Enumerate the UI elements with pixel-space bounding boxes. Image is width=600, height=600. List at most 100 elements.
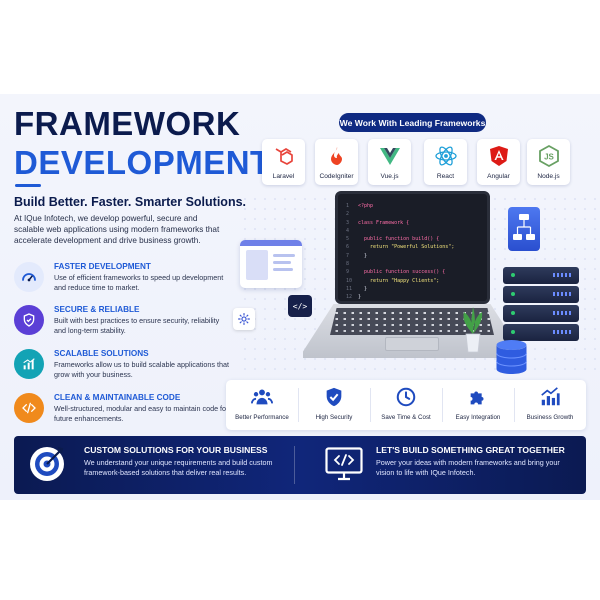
server-stack-icon (503, 267, 579, 343)
line-number: 11 (346, 285, 353, 292)
benefit-label: Better Performance (235, 414, 289, 421)
code-line: 2 (346, 210, 454, 218)
nodejs-icon: JS (538, 144, 559, 168)
shield-icon (14, 305, 44, 335)
feature-desc: Use of efficient frameworks to speed up … (54, 273, 224, 292)
banner-left-desc: We understand your unique requirements a… (84, 458, 273, 477)
line-number: 7 (346, 252, 350, 259)
code-line: 8 (346, 260, 454, 268)
code-line: 11 } (346, 285, 454, 293)
code-line: 6 return "Powerful Solutions"; (346, 243, 454, 251)
frameworks-heading: We Work With Leading Frameworks (339, 113, 486, 132)
framework-card-vue: Vue.js (368, 139, 411, 185)
code-text: } (358, 294, 362, 301)
vue-icon (379, 148, 400, 165)
framework-label: CodeIgniter (319, 173, 354, 180)
tagline: Build Better. Faster. Smarter Solutions. (14, 195, 247, 209)
clock-icon (396, 387, 416, 407)
page-title-line-2: DEVELOPMENT (14, 144, 271, 181)
code-line: 12} (346, 293, 454, 301)
feature-scalable-solutions: SCALABLE SOLUTIONS Frameworks allow us t… (14, 347, 229, 387)
framework-label: Laravel (272, 173, 295, 180)
line-number: 8 (346, 261, 350, 268)
codeigniter-icon (330, 147, 342, 165)
banner-divider (294, 446, 295, 484)
intro-paragraph: At IQue Infotech, we develop powerful, s… (14, 214, 220, 245)
code-line: 5 public function build() { (346, 235, 454, 243)
framework-card-codeigniter: CodeIgniter (315, 139, 358, 185)
image-icon (246, 250, 268, 280)
banner-right-title: LET'S BUILD SOMETHING GREAT TOGETHER (376, 445, 565, 455)
monitor-code-icon (325, 447, 363, 481)
benefit-label: High Security (315, 414, 353, 421)
target-icon (30, 447, 64, 481)
framework-card-nodejs: JS Node.js (527, 139, 570, 185)
bar-growth-icon (541, 387, 560, 406)
team-icon (251, 389, 273, 405)
bottom-banner: CUSTOM SOLUTIONS FOR YOUR BUSINESS We un… (14, 436, 586, 494)
framework-label: Angular (487, 173, 510, 180)
laptop-trackpad (385, 337, 439, 351)
code-text: return "Happy Clients"; (358, 277, 440, 284)
benefits-strip: Better Performance High Security Save Ti… (226, 380, 586, 430)
framework-label: Vue.js (380, 173, 399, 180)
code-text: public function build() { (358, 236, 440, 243)
puzzle-icon (470, 391, 484, 405)
image-gallery-card (240, 240, 302, 288)
react-icon (434, 146, 457, 166)
banner-left-title: CUSTOM SOLUTIONS FOR YOUR BUSINESS (84, 445, 268, 455)
angular-icon (489, 146, 508, 166)
banner-right-desc: Power your ideas with modern frameworks … (376, 458, 560, 477)
benefit-business-growth: Business Growth (514, 380, 586, 430)
plant-icon (463, 307, 483, 353)
line-number: 6 (346, 244, 350, 251)
growth-chart-icon (14, 349, 44, 379)
code-tag-icon: </> (288, 295, 312, 317)
code-line: 7 } (346, 252, 454, 260)
benefit-better-performance: Better Performance (226, 380, 298, 430)
feature-faster-development: FASTER DEVELOPMENT Use of efficient fram… (14, 260, 229, 300)
line-number: 4 (346, 227, 350, 234)
feature-desc: Well-structured, modular and easy to mai… (54, 404, 229, 423)
line-number: 5 (346, 236, 350, 243)
code-text: } (358, 285, 368, 292)
benefit-label: Business Growth (526, 414, 574, 421)
code-text: } (358, 252, 368, 259)
title-underline (15, 184, 41, 187)
infographic-canvas: FRAMEWORK DEVELOPMENT Build Better. Fast… (0, 94, 600, 500)
feature-title: SCALABLE SOLUTIONS (54, 349, 149, 358)
feature-desc: Built with best practices to ensure secu… (54, 316, 220, 335)
line-number: 9 (346, 269, 350, 276)
line-number: 10 (346, 277, 353, 284)
benefit-high-security: High Security (298, 380, 370, 430)
framework-card-react: React (424, 139, 467, 185)
benefit-label: Easy Integration (455, 414, 501, 421)
gear-icon (233, 308, 255, 330)
framework-label: Node.js (537, 173, 560, 180)
flowchart-icon (508, 207, 540, 251)
code-line: 4 (346, 227, 454, 235)
code-line: 10 return "Happy Clients"; (346, 277, 454, 285)
feature-title: FASTER DEVELOPMENT (54, 262, 151, 271)
feature-clean-code: CLEAN & MAINTAINABLE CODE Well-structure… (14, 391, 229, 431)
database-icon (496, 340, 527, 374)
code-text: return "Powerful Solutions"; (358, 244, 455, 251)
code-text: class Framework { (358, 219, 410, 226)
benefit-save-time-cost: Save Time & Cost (370, 380, 442, 430)
benefit-easy-integration: Easy Integration (442, 380, 514, 430)
code-line: 9 public function success() { (346, 268, 454, 276)
feature-title: SECURE & RELIABLE (54, 305, 140, 314)
benefit-label: Save Time & Cost (381, 414, 431, 421)
framework-card-angular: Angular (477, 139, 520, 185)
svg-text:JS: JS (544, 153, 554, 162)
line-number: 2 (346, 211, 350, 218)
code-text: public function success() { (358, 269, 446, 276)
feature-desc: Frameworks allow us to build scalable ap… (54, 360, 229, 379)
code-line: 1<?php (346, 202, 454, 210)
line-number: 12 (346, 294, 353, 301)
code-text: <?php (358, 203, 374, 209)
feature-title: CLEAN & MAINTAINABLE CODE (54, 393, 181, 402)
page-title-line-1: FRAMEWORK (14, 105, 241, 142)
